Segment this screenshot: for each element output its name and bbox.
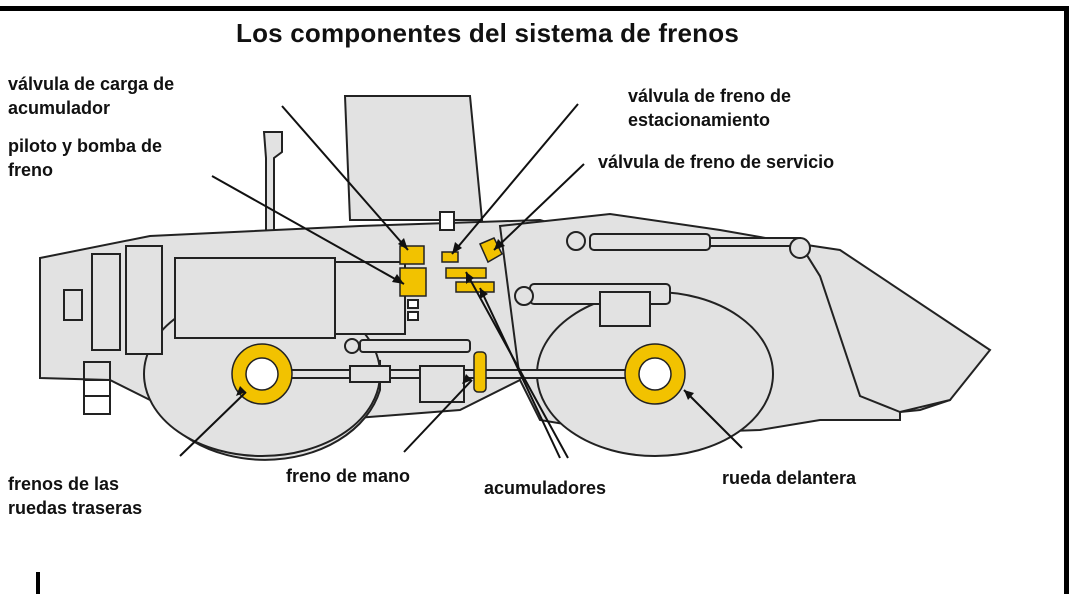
arrowhead-front-wheel bbox=[684, 390, 694, 400]
steering-pivot bbox=[344, 338, 360, 354]
label-parking-valve-line1: válvula de freno de bbox=[628, 86, 792, 106]
hand-brake-part bbox=[473, 351, 487, 393]
leader-hand-brake bbox=[403, 379, 473, 453]
arrowhead-accumulator-valve bbox=[398, 238, 408, 250]
label-rear-brakes: frenos de las ruedas traseras bbox=[8, 472, 142, 520]
leader-accumulator-2 bbox=[479, 287, 561, 459]
exhaust-pipe bbox=[262, 131, 283, 241]
pilot-brake-pump-part bbox=[399, 267, 427, 297]
front-hub bbox=[638, 357, 672, 391]
radiator-core bbox=[125, 245, 163, 355]
leader-front-wheel bbox=[683, 389, 743, 449]
engine-block bbox=[174, 257, 336, 339]
parking-brake-valve-part bbox=[441, 251, 459, 263]
boom-cylinder bbox=[566, 231, 811, 259]
steering-cylinder bbox=[359, 339, 471, 353]
fan-hub bbox=[63, 289, 83, 321]
frame-border bbox=[0, 6, 1069, 594]
label-accumulator-valve-line2: acumulador bbox=[8, 98, 111, 118]
leader-service-valve bbox=[493, 163, 585, 251]
tilt-cylinder bbox=[514, 283, 671, 327]
radiator-grille bbox=[91, 253, 121, 351]
label-hand-brake: freno de mano bbox=[286, 466, 411, 486]
arrowhead-service-valve bbox=[494, 239, 505, 250]
label-parking-valve-line2: estacionamiento bbox=[628, 110, 771, 130]
shaft-coupling bbox=[349, 365, 391, 383]
diagram-title: Los componentes del sistema de frenos bbox=[236, 18, 739, 48]
label-accumulator-valve-line1: válvula de carga de bbox=[8, 74, 175, 94]
label-parking-valve: válvula de freno de estacionamiento bbox=[628, 84, 791, 132]
ladder bbox=[83, 361, 111, 415]
label-accumulator-valve: válvula de carga de acumulador bbox=[8, 72, 174, 120]
arrow-heads bbox=[236, 238, 694, 400]
arrowhead-parking-valve bbox=[452, 242, 462, 254]
leader-rear-brakes bbox=[179, 391, 247, 457]
label-accumulators: acumuladores bbox=[484, 478, 607, 498]
arrowhead-pilot-pump bbox=[392, 274, 404, 284]
pump-port-1 bbox=[407, 299, 419, 309]
cab bbox=[343, 95, 484, 221]
label-pilot-pump-line1: piloto y bomba de bbox=[8, 136, 163, 156]
arrowhead-accumulator-2 bbox=[480, 288, 488, 299]
bucket bbox=[798, 242, 992, 414]
loader-illustration bbox=[39, 95, 992, 461]
leader-accumulator-valve bbox=[281, 105, 409, 251]
arrowhead-rear-brakes bbox=[236, 386, 246, 396]
label-pilot-pump: piloto y bomba de freno bbox=[8, 134, 162, 182]
pump-port-2 bbox=[407, 311, 419, 321]
cab-window bbox=[439, 211, 455, 231]
rear-hub bbox=[245, 357, 279, 391]
label-rear-brakes-line2: ruedas traseras bbox=[8, 498, 143, 518]
leader-lines bbox=[179, 103, 743, 459]
leader-pilot-pump bbox=[211, 175, 405, 285]
label-rear-brakes-line1: frenos de las bbox=[8, 474, 120, 494]
label-service-valve: válvula de freno de servicio bbox=[598, 152, 835, 172]
transmission-block bbox=[334, 261, 406, 335]
label-front-wheel: rueda delantera bbox=[722, 468, 857, 488]
accumulator-charging-valve-part bbox=[399, 245, 425, 265]
label-pilot-pump-line2: freno bbox=[8, 160, 53, 180]
leader-parking-valve bbox=[451, 103, 579, 255]
arrowhead-accumulator-1 bbox=[466, 272, 474, 284]
arrowhead-hand-brake bbox=[462, 374, 472, 384]
